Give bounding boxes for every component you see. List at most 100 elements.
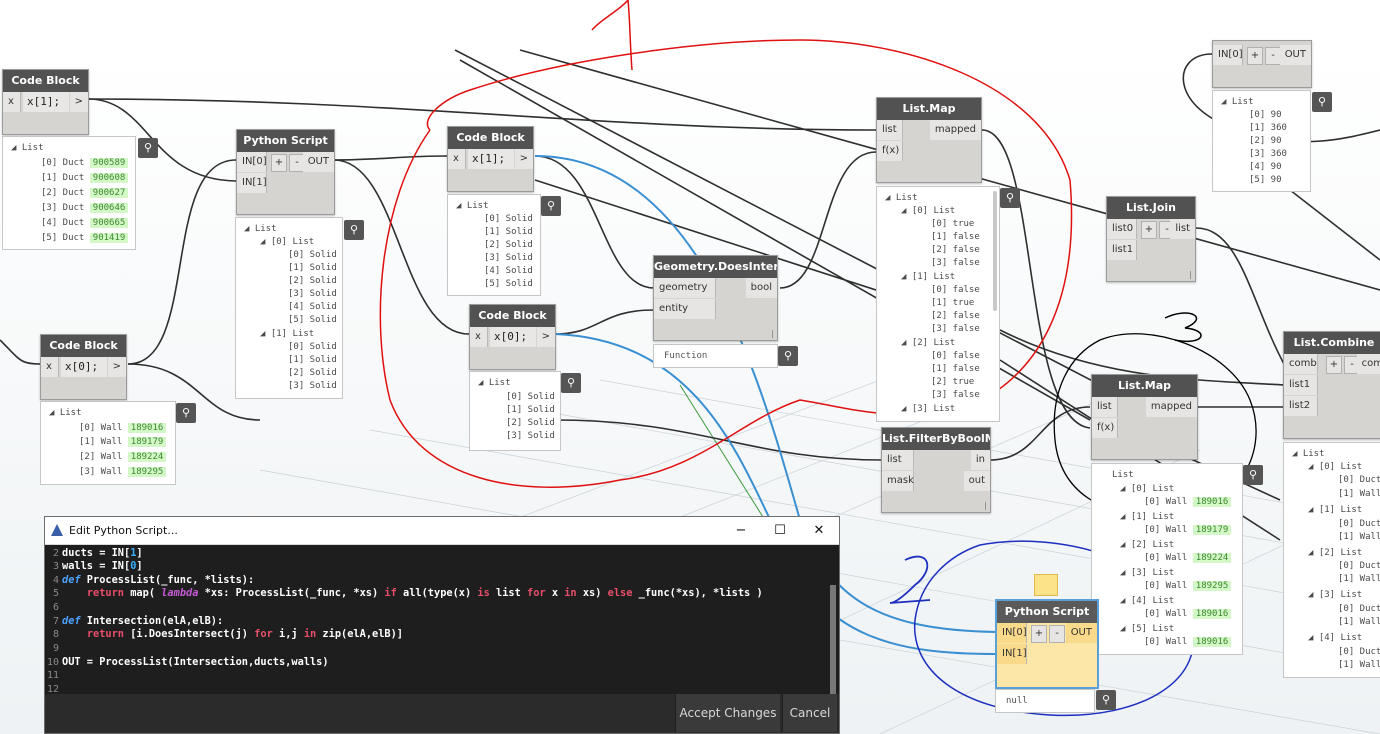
minimize-button[interactable]: − — [735, 523, 747, 538]
list-map-node[interactable]: List.Map list f(x) mapped — [1091, 374, 1198, 460]
code-line[interactable]: ducts = IN[1] — [62, 547, 143, 559]
code-block-node[interactable]: Code Block x x[1]; > — [2, 69, 89, 135]
add-input-button[interactable]: + — [271, 154, 287, 172]
line-number: 12 — [47, 684, 60, 695]
input-port[interactable]: x — [3, 92, 21, 112]
scrollbar[interactable] — [993, 191, 997, 311]
does-intersect-node[interactable]: Geometry.DoesIntersect geometry entity b… — [653, 255, 778, 341]
list-combine-node[interactable]: List.Combine comb list1 list2 + - com — [1283, 331, 1380, 439]
add-input-button[interactable]: + — [1326, 356, 1342, 374]
python-script-node[interactable]: Python Script IN[0] IN[1] + - OUT — [236, 129, 335, 215]
preview-map2: List ◢ [0] List [0] Wall 189016 ◢ [1] Li… — [1091, 463, 1243, 655]
wire — [87, 98, 877, 131]
pin-icon[interactable]: ⚲ — [138, 138, 158, 158]
input-port-list1[interactable]: list1 — [1107, 240, 1137, 260]
filter-by-bool-mask-node[interactable]: List.FilterByBoolMask list mask in out | — [881, 427, 991, 513]
input-port-fx[interactable]: f(x) — [1092, 418, 1118, 438]
output-port-in[interactable]: in — [970, 450, 990, 470]
pin-icon[interactable]: ⚲ — [176, 403, 196, 423]
wire — [0, 339, 41, 365]
pin-icon[interactable]: ⚲ — [1243, 465, 1263, 485]
input-port-geometry[interactable]: geometry — [654, 278, 716, 298]
input-port-list2[interactable]: list2 — [1284, 396, 1318, 416]
list-join-node[interactable]: List.Join list0 list1 + - list | — [1106, 196, 1196, 282]
input-port-in0[interactable]: IN[0] — [237, 152, 267, 172]
input-port-mask[interactable]: mask — [882, 471, 914, 491]
wire — [333, 155, 448, 161]
code-block-node[interactable]: Code Block x x[0]; > — [469, 304, 556, 370]
note-icon[interactable] — [1034, 574, 1058, 596]
code-line[interactable]: return map( lambda *xs: ProcessList(_fun… — [86, 587, 763, 599]
pin-icon[interactable]: ⚲ — [1096, 690, 1116, 710]
pin-icon[interactable]: ⚲ — [778, 346, 798, 366]
add-input-button[interactable]: + — [1141, 221, 1157, 239]
python-script-node-selected[interactable]: Python Script IN[0] IN[1] + - OUT — [995, 599, 1099, 689]
code-text[interactable]: x[0]; — [61, 357, 107, 377]
code-line[interactable]: def Intersection(elA,elB): — [62, 615, 224, 627]
input-port-in1[interactable]: IN[1] — [997, 644, 1027, 664]
maximize-button[interactable]: ☐ — [774, 523, 786, 538]
resize-grip[interactable]: | — [1189, 270, 1192, 279]
output-port-bool[interactable]: bool — [745, 278, 777, 298]
code-line[interactable]: walls = IN[0] — [62, 560, 143, 572]
code-block-node[interactable]: Code Block x x[1]; > — [447, 126, 534, 192]
output-port[interactable]: > — [514, 149, 533, 169]
remove-input-button[interactable]: - — [1049, 625, 1065, 643]
code-line[interactable]: def ProcessList(_func, *lists): — [62, 574, 255, 586]
pin-icon[interactable]: ⚲ — [541, 196, 561, 216]
add-input-button[interactable]: + — [1031, 625, 1047, 643]
code-line[interactable]: OUT = ProcessList(Intersection,ducts,wal… — [62, 656, 329, 668]
resize-grip[interactable]: | — [984, 501, 987, 510]
input-port-in0[interactable]: IN[0] — [1213, 45, 1243, 65]
output-port[interactable]: > — [536, 327, 555, 347]
add-input-button[interactable]: + — [1247, 47, 1263, 65]
wire — [989, 406, 1091, 461]
input-port-in0[interactable]: IN[0] — [997, 623, 1027, 643]
input-port[interactable]: x — [470, 327, 488, 347]
input-port-list[interactable]: list — [877, 120, 903, 140]
accept-changes-button[interactable]: Accept Changes — [675, 694, 780, 732]
output-port-list[interactable]: list — [1170, 219, 1195, 239]
code-block-node[interactable]: Code Block x x[0]; > — [40, 334, 127, 400]
input-port-in1[interactable]: IN[1] — [237, 173, 267, 193]
code-editor[interactable]: 2 3 4 5 6 7 8 9 10 11 12 ducts = IN[1] w… — [45, 545, 839, 719]
list-header: ◢ List — [11, 143, 44, 153]
resize-grip[interactable]: | — [771, 329, 774, 338]
remove-input-button[interactable]: - — [1265, 47, 1281, 65]
wire — [779, 151, 877, 289]
input-port[interactable]: x — [41, 357, 59, 377]
input-port[interactable]: x — [448, 149, 466, 169]
code-text[interactable]: x[0]; — [490, 327, 536, 347]
pin-icon[interactable]: ⚲ — [561, 373, 581, 393]
python-script-node-partial[interactable]: IN[0] + - OUT — [1212, 40, 1312, 88]
cancel-button[interactable]: Cancel — [782, 694, 837, 732]
output-port[interactable]: OUT — [1065, 623, 1097, 643]
python-editor-window[interactable]: Edit Python Script... − ☐ ✕ 2 3 4 5 6 7 … — [44, 516, 840, 734]
output-port-mapped[interactable]: mapped — [1145, 397, 1197, 417]
output-port[interactable]: OUT — [302, 152, 334, 172]
input-port-list[interactable]: list — [1092, 397, 1118, 417]
output-port[interactable]: OUT — [1279, 45, 1311, 65]
close-button[interactable]: ✕ — [813, 523, 825, 538]
list-map-node[interactable]: List.Map list f(x) mapped — [876, 97, 982, 183]
output-port[interactable]: > — [107, 357, 126, 377]
input-port-list1[interactable]: list1 — [1284, 375, 1318, 395]
output-port-mapped[interactable]: mapped — [929, 120, 981, 140]
output-port[interactable]: > — [69, 92, 88, 112]
editor-scrollbar[interactable] — [830, 585, 836, 719]
code-line[interactable]: return [i.DoesIntersect(j) for i,j in zi… — [86, 628, 404, 640]
output-port[interactable]: com — [1356, 354, 1380, 374]
input-port-list0[interactable]: list0 — [1107, 219, 1137, 239]
code-text[interactable]: x[1]; — [468, 149, 514, 169]
input-port-entity[interactable]: entity — [654, 299, 716, 319]
output-port-out[interactable]: out — [963, 471, 990, 491]
input-port-comb[interactable]: comb — [1284, 354, 1318, 374]
input-port-fx[interactable]: f(x) — [877, 141, 903, 161]
input-port-list[interactable]: list — [882, 450, 914, 470]
code-text[interactable]: x[1]; — [23, 92, 69, 112]
pin-icon[interactable]: ⚲ — [1000, 188, 1020, 208]
editor-title-bar[interactable]: Edit Python Script... − ☐ ✕ — [45, 517, 839, 545]
pin-icon[interactable]: ⚲ — [344, 220, 364, 240]
pin-icon[interactable]: ⚲ — [1312, 92, 1332, 112]
